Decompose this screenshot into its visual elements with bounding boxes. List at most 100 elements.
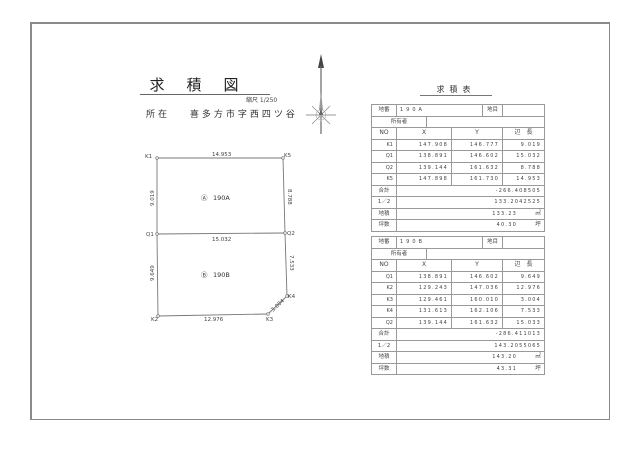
area-table-190a: 地番 190A 地目 所有者 NO X Y 辺 長 K1 147.908 146… <box>371 104 545 232</box>
location-value: 喜多方市字西四ツ谷 <box>189 110 298 120</box>
owner-value <box>425 247 546 260</box>
header-length: 辺 長 <box>502 127 545 140</box>
area-label: 地積 <box>371 207 397 220</box>
row-length: 15.032 <box>502 150 545 163</box>
owner-value <box>426 115 545 128</box>
tsubo-label: 坪数 <box>371 219 397 232</box>
header-length: 辺 長 <box>502 259 546 272</box>
header-no: NO <box>371 259 397 272</box>
lot-b-mark: Ⓑ <box>201 271 208 279</box>
owner-label: 所有者 <box>371 247 427 260</box>
dim-Q1-K2: 9.649 <box>150 265 156 281</box>
half-value: 133.2042525 <box>396 196 545 209</box>
dim-K2-K3: 12.976 <box>204 317 224 323</box>
row-length: 15.033 <box>502 316 546 329</box>
row-x: 147.898 <box>396 173 452 186</box>
row-y: 147.036 <box>450 282 504 295</box>
point-K1: K1 <box>145 154 152 160</box>
row-no: K4 <box>371 305 397 318</box>
row-no: Q1 <box>371 150 397 163</box>
row-no: Q1 <box>371 270 397 283</box>
sum-label: 合計 <box>371 184 397 197</box>
point-K3: K3 <box>266 317 274 323</box>
half-label: 1／2 <box>371 339 397 352</box>
table-title: 求積表 <box>436 85 476 94</box>
row-y: 162.106 <box>450 305 504 318</box>
row-length: 12.976 <box>502 282 546 295</box>
title-underline <box>140 94 270 95</box>
header-no: NO <box>371 127 397 140</box>
row-y: 146.777 <box>451 138 503 151</box>
table-row: K4 131.613 162.106 7.533 <box>371 305 546 318</box>
row-no: K5 <box>371 173 397 186</box>
table-row: Q1 138.891 146.602 15.032 <box>371 150 545 163</box>
row-x: 139.144 <box>396 316 452 329</box>
row-length: 9.649 <box>502 270 546 283</box>
tsubo-unit: 坪 <box>534 221 541 229</box>
lot-number-label: 地番 <box>371 104 397 117</box>
row-x: 131.613 <box>396 305 452 318</box>
sum-value: -286.411013 <box>395 328 546 341</box>
header-x: X <box>396 127 452 140</box>
row-no: K2 <box>371 282 397 295</box>
row-x: 129.243 <box>396 282 452 295</box>
area-label: 地積 <box>371 351 397 364</box>
half-label: 1／2 <box>371 196 397 209</box>
area-value: 143.20 <box>492 354 517 361</box>
row-x: 129.461 <box>396 293 452 306</box>
row-y: 160.010 <box>450 293 504 306</box>
land-category-label: 地目 <box>482 236 504 249</box>
dim-Q2-K4: 7.533 <box>288 255 294 271</box>
dim-K3-K4: 3.004 <box>270 298 286 313</box>
row-no: Q2 <box>371 316 397 329</box>
table-row: Q1 138.891 146.602 9.649 <box>371 270 546 283</box>
area-unit: ㎡ <box>534 209 541 217</box>
row-length: 9.019 <box>502 138 545 151</box>
lot-a-label: 190A <box>213 194 230 202</box>
row-length: 3.004 <box>502 293 546 306</box>
row-no: K3 <box>371 293 397 306</box>
row-length: 14.953 <box>502 173 545 186</box>
table-row: Q2 139.144 161.632 8.788 <box>371 161 545 174</box>
dim-Q1-Q2: 15.032 <box>212 237 231 243</box>
row-y: 161.632 <box>451 161 503 174</box>
row-x: 139.144 <box>396 161 452 174</box>
point-Q1: Q1 <box>146 232 154 238</box>
tsubo-unit: 坪 <box>535 364 542 372</box>
location-label: 所在 <box>146 110 171 120</box>
row-no: Q2 <box>371 161 397 174</box>
scale-label: 縮尺 1/250 <box>246 97 278 104</box>
drawing-frame <box>30 22 610 420</box>
land-category-value <box>502 236 546 249</box>
table-row: K3 129.461 160.010 3.004 <box>371 293 546 306</box>
row-x: 138.891 <box>396 270 452 283</box>
dim-K1-Q1: 9.019 <box>150 190 156 206</box>
lot-number-value: 190B <box>395 236 484 249</box>
land-category-label: 地目 <box>482 104 503 117</box>
row-length: 7.533 <box>502 305 546 318</box>
row-y: 146.602 <box>450 270 504 283</box>
area-value: 133.23 <box>492 210 517 217</box>
lot-a-mark: Ⓐ <box>201 194 208 202</box>
lot-number-label: 地番 <box>371 236 397 249</box>
point-K4: K4 <box>288 294 296 300</box>
document-title: 求積図 <box>149 76 261 94</box>
table-title-underline <box>420 95 492 96</box>
table-row: Q2 139.144 161.632 15.033 <box>371 316 546 329</box>
sum-value: -266.408505 <box>396 184 545 197</box>
owner-label: 所有者 <box>371 115 427 128</box>
table-row: K1 147.908 146.777 9.019 <box>371 138 545 151</box>
tsubo-value: 43.31 <box>496 365 517 372</box>
north-arrow-icon <box>306 54 336 134</box>
table-row: K2 129.243 147.036 12.976 <box>371 282 546 295</box>
area-unit: ㎡ <box>535 353 542 361</box>
lot-number-value: 190A <box>396 104 483 117</box>
land-category-value <box>502 104 545 117</box>
row-y: 161.730 <box>451 173 503 186</box>
location-line: 所在 喜多方市字西四ツ谷 <box>146 107 298 120</box>
tsubo-label: 坪数 <box>371 362 397 375</box>
header-y: Y <box>450 259 504 272</box>
row-x: 147.908 <box>396 138 452 151</box>
row-y: 146.602 <box>451 150 503 163</box>
